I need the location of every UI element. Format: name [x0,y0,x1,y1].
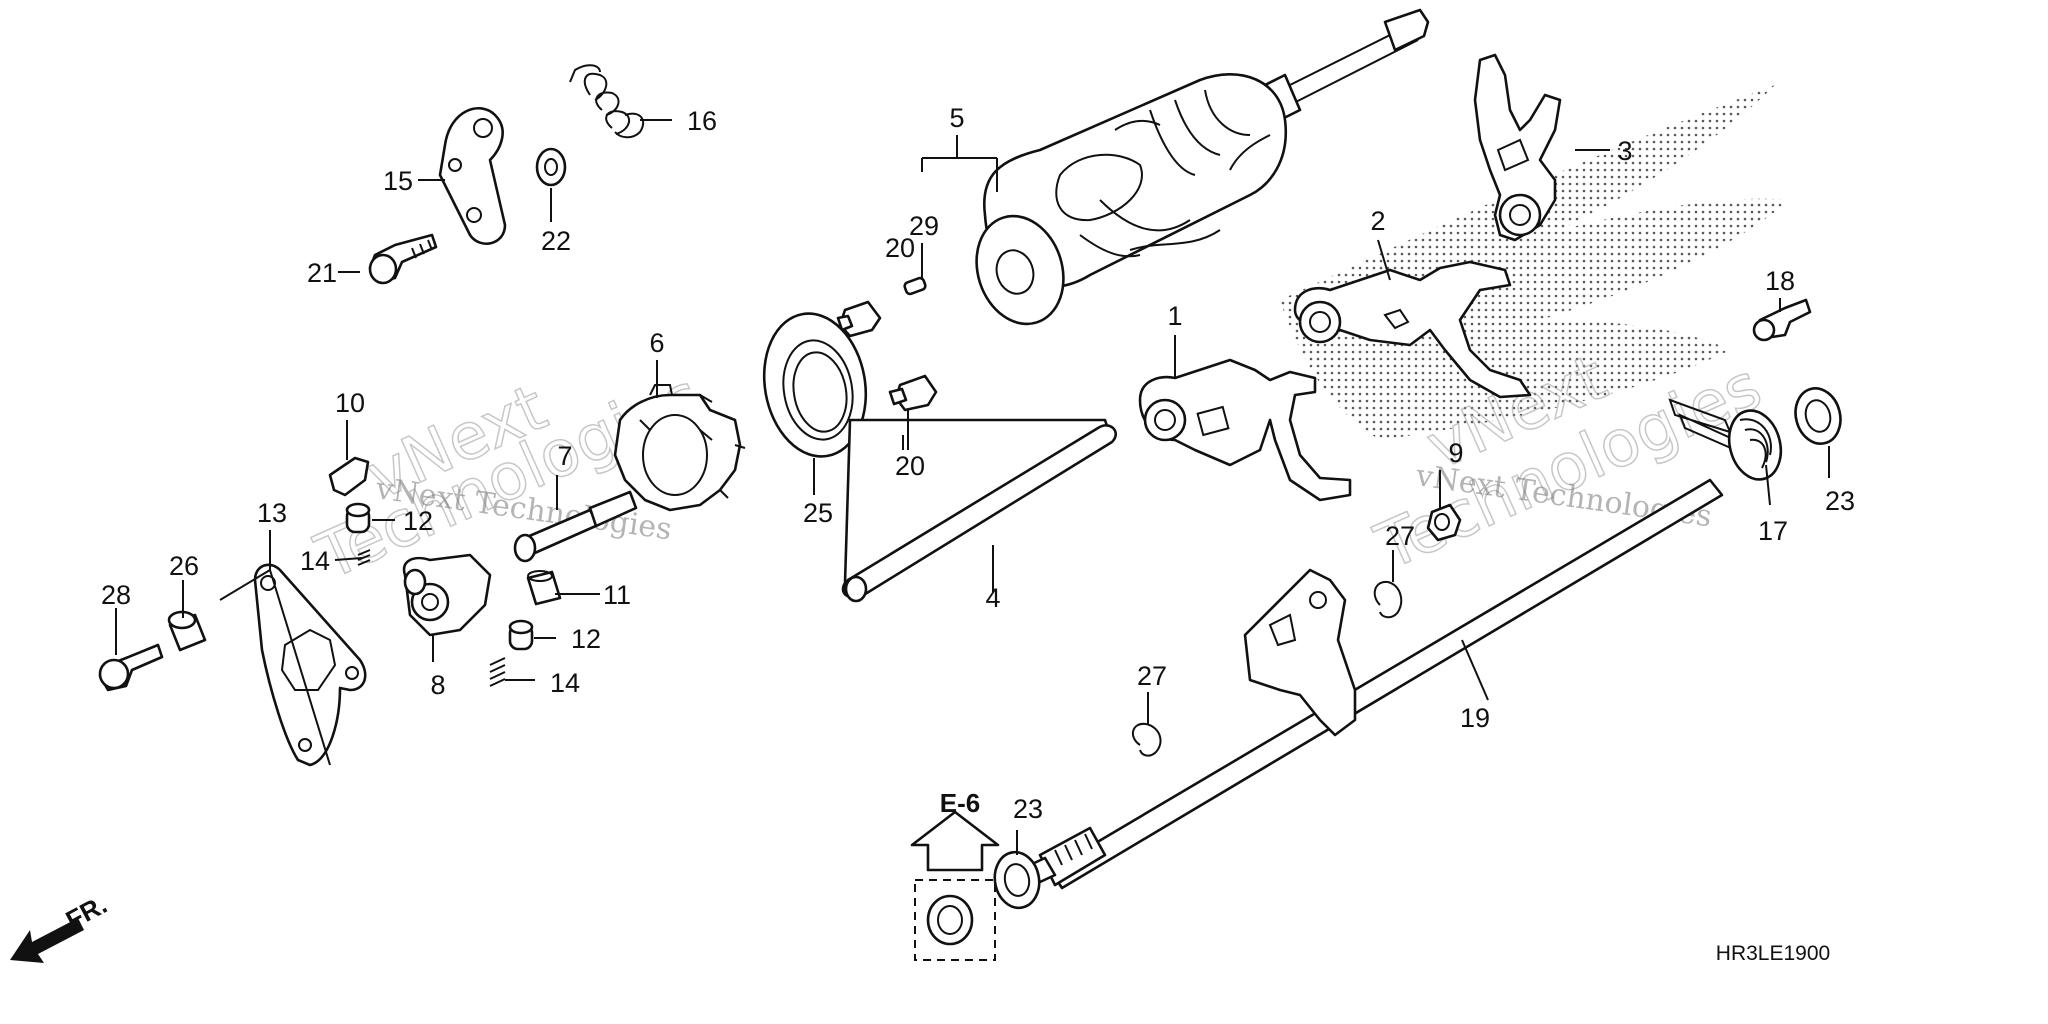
callout-labels: 1 2 3 4 5 6 7 8 9 10 11 12 12 13 14 14 1… [101,103,1855,824]
part-12-collar-lower [508,619,534,651]
part-19-gearshift-spindle [1028,478,1724,890]
callout-23-upper: 23 [1825,486,1855,516]
callout-12-lower: 12 [571,624,601,654]
callout-20-upper: 20 [885,233,915,263]
part-22-washer [535,147,567,187]
part-28-bolt [98,643,164,692]
part-14-spring-lower [489,657,506,687]
part-27-circlip-upper [1373,580,1403,619]
front-direction-arrow: FR. [10,889,112,963]
part-15-plate [438,106,507,245]
callout-14-lower: 14 [550,668,580,698]
part-25-bearing [762,312,868,458]
callout-1: 1 [1167,301,1182,331]
reference-label: E-6 [940,788,980,818]
part-21-bolt [368,233,438,285]
callout-3: 3 [1617,136,1632,166]
callout-19: 19 [1460,703,1490,733]
part-6-cam [613,384,746,512]
part-4-shaft [841,418,1117,603]
callout-23-lower: 23 [1013,794,1043,824]
callout-13: 13 [257,498,287,528]
part-5-shift-drum [975,8,1430,326]
callout-29: 29 [909,211,939,241]
callout-11: 11 [603,580,631,610]
callout-25: 25 [803,498,833,528]
part-9-bolt [1426,503,1462,542]
callout-20-lower: 20 [895,451,925,481]
callout-27-upper: 27 [1385,521,1415,551]
callout-22: 22 [541,226,571,256]
callout-8: 8 [430,670,445,700]
part-1-shift-fork [1138,358,1352,502]
part-11-collar [526,570,562,606]
part-17-spring [1668,398,1783,481]
part-10-clip [328,456,370,497]
callout-9: 9 [1448,438,1463,468]
part-27-circlip-lower [1131,722,1162,757]
part-14-spring-upper [357,549,371,566]
callout-27-lower: 27 [1137,661,1167,691]
callout-5: 5 [949,103,964,133]
part-29-pin [903,276,927,296]
callout-16: 16 [687,106,717,136]
callout-21: 21 [307,258,337,288]
part-12-collar-upper [345,502,371,534]
callout-26: 26 [169,551,199,581]
wing-emblem-background [1280,85,1790,440]
part-13-plate [253,563,367,767]
callout-12-upper: 12 [403,506,433,536]
part-20-bolt-lower [888,374,938,412]
callout-2: 2 [1370,206,1385,236]
part-23-washer-upper [1794,387,1842,445]
part-26-collar [167,610,207,652]
reference-e6: E-6 [910,788,1000,961]
callout-28: 28 [101,580,131,610]
callout-10: 10 [335,388,365,418]
leader-lines [115,119,1830,855]
part-20-bolt-upper [836,300,882,338]
callout-14-upper: 14 [300,546,330,576]
callout-6: 6 [649,328,664,358]
diagram-code: HR3LE1900 [1716,942,1830,965]
part-23-washer-lower [993,850,1041,910]
callout-7: 7 [557,441,572,471]
callout-17: 17 [1758,516,1788,546]
part-18-bolt [1752,298,1812,342]
part-3-shift-fork [1473,53,1562,242]
part-7-pin [513,490,638,563]
callout-18: 18 [1765,266,1795,296]
callout-15: 15 [383,166,413,196]
callout-4: 4 [985,583,1000,613]
part-2-shift-fork [1293,260,1532,399]
part-16-spring [569,64,645,139]
part-8-stopper-arm [402,553,492,637]
